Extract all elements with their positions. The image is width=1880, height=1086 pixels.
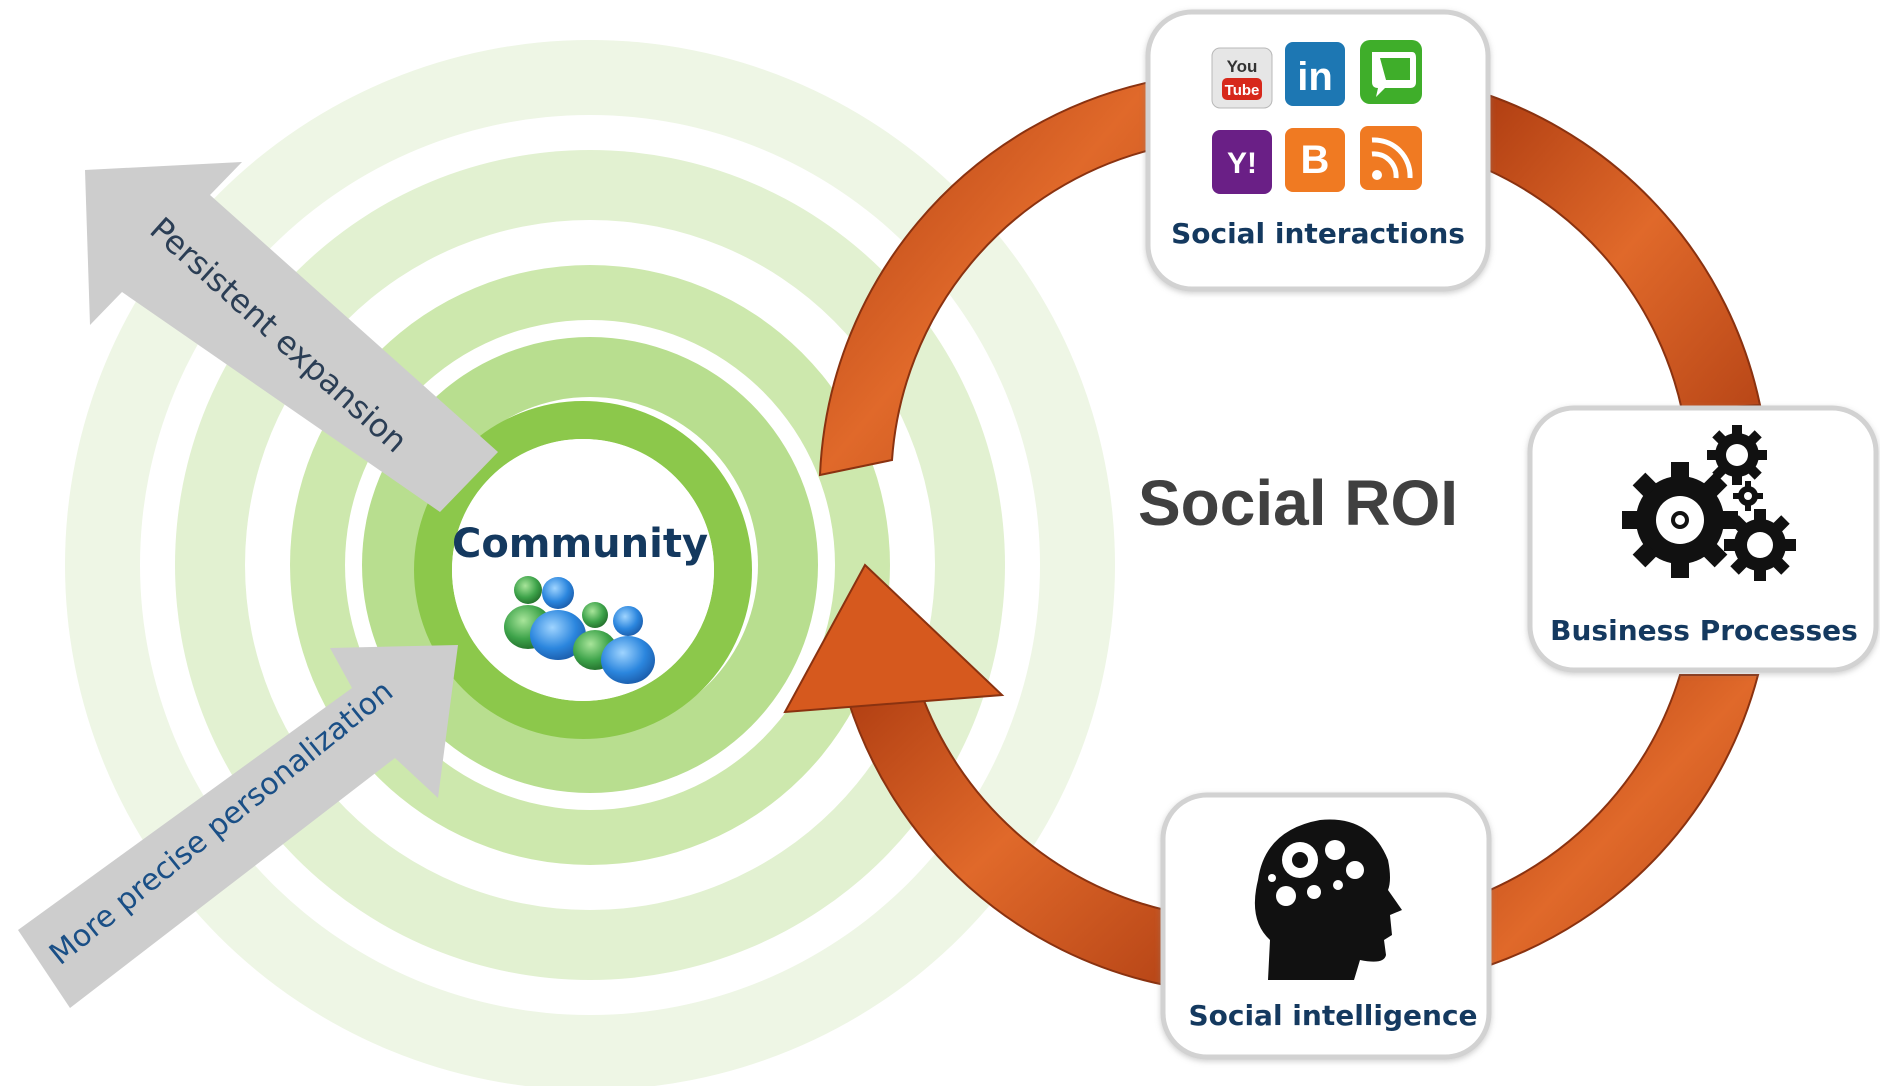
linkedin-icon: in <box>1285 42 1345 106</box>
rss-icon <box>1360 126 1422 190</box>
cycle-arrow-right-top <box>1487 93 1762 412</box>
business-processes-label: Business Processes <box>1550 614 1858 647</box>
community-ring <box>414 401 752 739</box>
svg-text:You: You <box>1227 57 1258 76</box>
blogger-icon: B <box>1285 128 1345 192</box>
svg-text:Y!: Y! <box>1227 147 1257 180</box>
yahoo-icon: Y! <box>1212 130 1272 194</box>
cycle-arrowhead <box>783 563 1005 714</box>
social-intelligence-label: Social intelligence <box>1188 999 1477 1032</box>
social-intelligence-box: Social intelligence <box>1160 792 1492 1060</box>
chat-icon <box>1360 40 1422 104</box>
social-interactions-label: Social interactions <box>1171 217 1465 250</box>
svg-text:Tube: Tube <box>1225 82 1260 99</box>
social-interactions-box: You Tube in Y! B Social interactio <box>1145 9 1491 292</box>
svg-text:B: B <box>1301 138 1330 182</box>
youtube-icon: You Tube <box>1211 47 1273 109</box>
cycle-arrows <box>783 80 1762 987</box>
cycle-arrow-top <box>818 80 1151 477</box>
svg-text:in: in <box>1297 55 1333 99</box>
cycle-arrow-right-bottom <box>1489 674 1760 967</box>
head-gears-icon <box>1254 819 1402 980</box>
business-processes-box: Business Processes <box>1527 405 1879 673</box>
community-title: Community <box>452 521 708 567</box>
people-icon <box>504 576 655 684</box>
social-roi-title: Social ROI <box>1138 467 1458 539</box>
